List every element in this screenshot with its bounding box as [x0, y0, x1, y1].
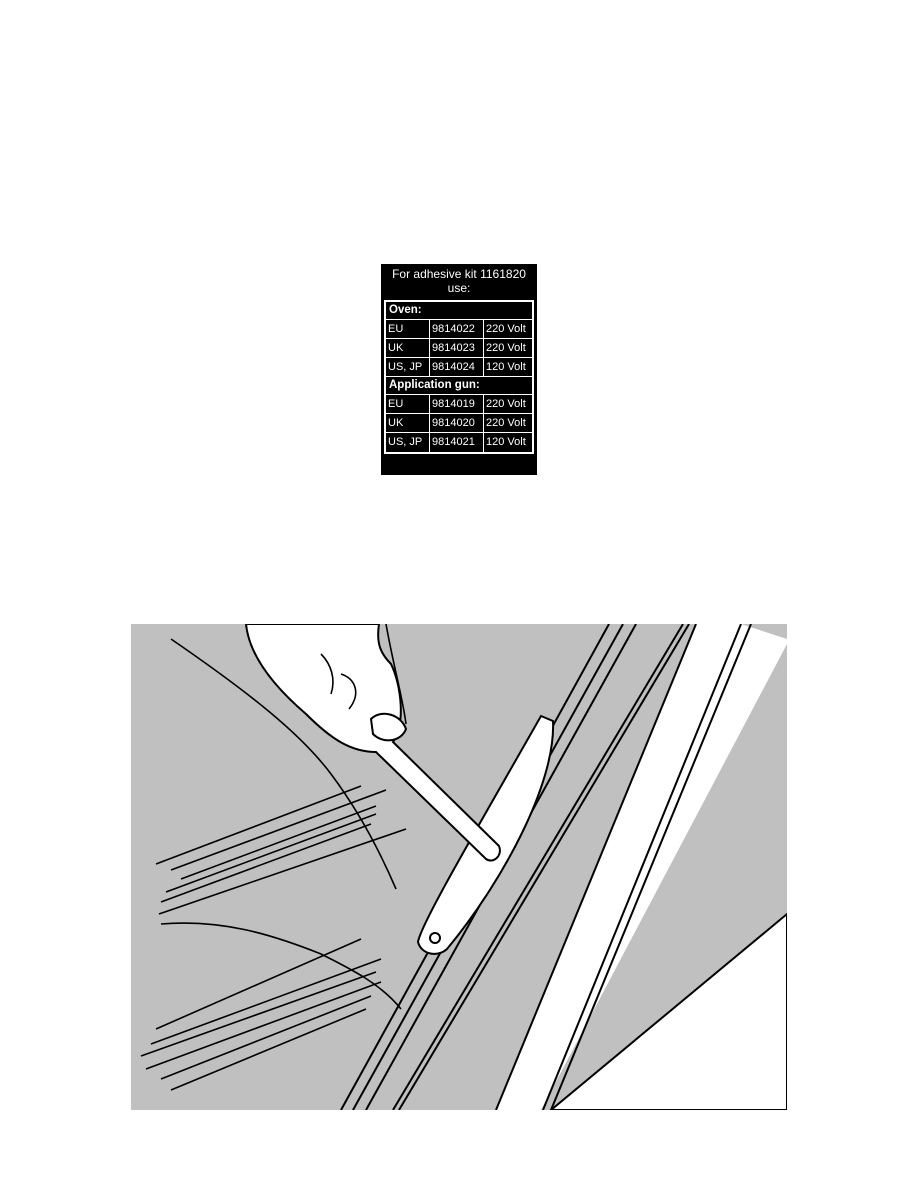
voltage-cell: 120 Volt	[486, 436, 526, 448]
section-heading-oven: Oven:	[386, 302, 532, 320]
region-cell: UK	[386, 414, 430, 432]
region-cell: EU	[386, 320, 430, 338]
voltage-cell: 220 Volt	[486, 323, 526, 335]
voltage-cell: 220 Volt	[486, 342, 526, 354]
adhesive-kit-panel: For adhesive kit 1161820 use: Oven: EU 9…	[381, 264, 537, 475]
kit-table: Oven: EU 9814022 220 Volt UK 9814023 220…	[384, 300, 534, 454]
table-row: US, JP 9814024 120 Volt	[386, 358, 532, 377]
part-number-cell: 9814019	[430, 395, 484, 413]
table-row: US, JP 9814021 120 Volt	[386, 433, 532, 452]
region-cell: US, JP	[386, 433, 430, 452]
section-heading-application-gun: Application gun:	[386, 377, 532, 395]
hand	[244, 624, 501, 862]
part-number-cell: 9814021	[430, 433, 484, 452]
thumbnail	[369, 712, 408, 742]
table-row: UK 9814023 220 Volt	[386, 339, 532, 358]
trim-removal-illustration	[131, 624, 787, 1110]
part-number-cell: 9814020	[430, 414, 484, 432]
table-row: EU 9814019 220 Volt	[386, 395, 532, 414]
part-number-cell: 9814023	[430, 339, 484, 357]
part-number-cell: 9814022	[430, 320, 484, 338]
voltage-cell: 220 Volt	[486, 417, 526, 429]
table-row: EU 9814022 220 Volt	[386, 320, 532, 339]
region-cell: US, JP	[386, 358, 430, 376]
region-cell: UK	[386, 339, 430, 357]
region-cell: EU	[386, 395, 430, 413]
lower-glass-edge	[549, 912, 787, 1110]
part-number-cell: 9814024	[430, 358, 484, 376]
voltage-cell: 120 Volt	[486, 361, 526, 373]
kit-title: For adhesive kit 1161820 use:	[392, 267, 526, 295]
tool-hole	[429, 932, 441, 944]
voltage-cell: 220 Volt	[486, 398, 526, 410]
hatching-upper	[155, 785, 407, 915]
hatching-lower	[140, 938, 382, 1091]
table-row: UK 9814020 220 Volt	[386, 414, 532, 433]
